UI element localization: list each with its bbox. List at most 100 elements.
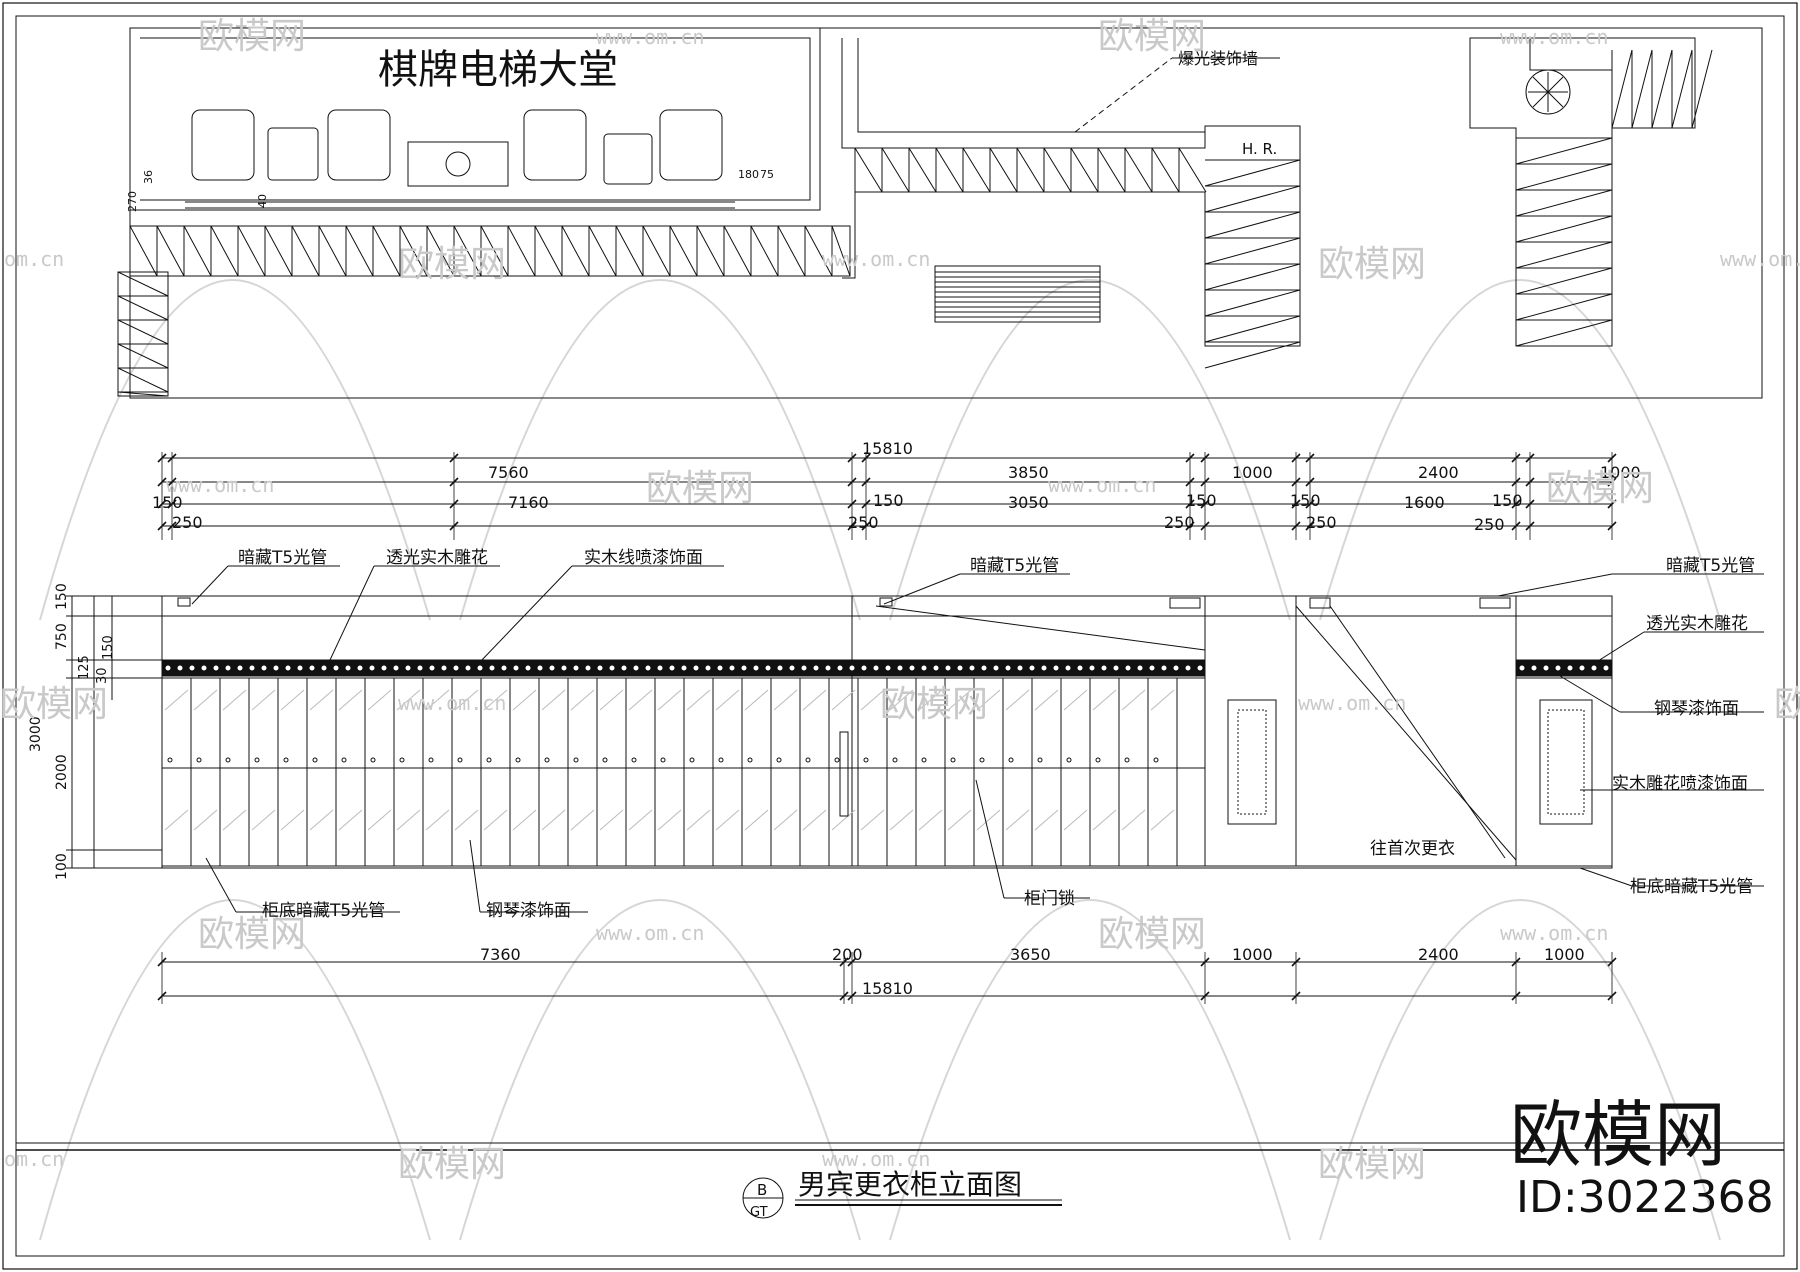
- door-glint: [164, 809, 189, 831]
- watermark-brand: 欧模网: [0, 684, 108, 725]
- band-dot: [668, 664, 676, 672]
- door-glint: [280, 689, 305, 711]
- band-dot: [224, 664, 232, 672]
- band-dot: [776, 664, 784, 672]
- hatch-line: [318, 225, 347, 277]
- band-dot: [344, 664, 352, 672]
- dim-top-row2: 2400: [1418, 463, 1459, 482]
- door-glint: [976, 689, 1001, 711]
- watermark-url: www.om.cn: [1048, 473, 1156, 497]
- hatch-line: [183, 225, 212, 277]
- door-glint: [454, 689, 479, 711]
- door-knob: [457, 757, 463, 763]
- band-dot: [1100, 664, 1108, 672]
- hatch-line: [1151, 147, 1180, 193]
- band-dot: [788, 664, 796, 672]
- band-dot: [512, 664, 520, 672]
- watermark-arc: [459, 279, 861, 621]
- door-glint: [831, 689, 856, 711]
- watermark-url: www.om.cn: [1298, 691, 1406, 715]
- door-knob: [283, 757, 289, 763]
- door-knob: [979, 757, 985, 763]
- title-block: [742, 1177, 1062, 1219]
- band-dot: [260, 664, 268, 672]
- door-glint: [1150, 689, 1175, 711]
- band-dot: [416, 664, 424, 672]
- band-dot: [1160, 664, 1168, 672]
- hatch-line: [750, 225, 779, 277]
- band-dot: [980, 664, 988, 672]
- band-dot: [284, 664, 292, 672]
- hatch-line: [777, 225, 806, 277]
- band-dot: [320, 664, 328, 672]
- band-dot: [356, 664, 364, 672]
- dim-small: 180: [738, 168, 759, 181]
- hatch-line: [1124, 147, 1153, 193]
- door-glint: [222, 809, 247, 831]
- hatch-line: [908, 147, 937, 193]
- band-dot: [548, 664, 556, 672]
- band-dot: [872, 664, 880, 672]
- watermark-brand: 欧模网: [398, 1144, 506, 1185]
- band-dot: [464, 664, 472, 672]
- door-knob: [1037, 757, 1043, 763]
- dim-top-row4: 250: [1474, 515, 1505, 534]
- band-dot: [1064, 664, 1072, 672]
- hatch-line: [534, 225, 563, 277]
- band-dot: [884, 664, 892, 672]
- door-knob: [196, 757, 202, 763]
- hatch-line: [962, 147, 991, 193]
- band-dot: [1554, 664, 1562, 672]
- label-hidden-t5-mid: 暗藏T5光管: [970, 556, 1059, 576]
- hatch-line: [1204, 315, 1301, 343]
- hatch-line: [1515, 163, 1613, 191]
- hatch-line: [1515, 319, 1613, 347]
- band-dot: [1016, 664, 1024, 672]
- label-piano-paint-bottom: 钢琴漆饰面: [486, 901, 571, 921]
- band-dot: [644, 664, 652, 672]
- door-glint: [1034, 689, 1059, 711]
- door-glint: [831, 809, 856, 831]
- door-glint: [512, 809, 537, 831]
- band-dot: [404, 664, 412, 672]
- dim-left: 150: [54, 583, 70, 610]
- band-dot: [272, 664, 280, 672]
- watermark-url: www.om.cn: [822, 1147, 930, 1171]
- hatch-line: [1204, 237, 1301, 265]
- label-piano-paint-right: 钢琴漆饰面: [1654, 699, 1739, 719]
- band-dot: [1602, 664, 1610, 672]
- door-glint: [338, 689, 363, 711]
- band-dot: [680, 664, 688, 672]
- band-dot: [956, 664, 964, 672]
- door-glint: [454, 809, 479, 831]
- hatch-line: [1515, 241, 1613, 269]
- band-dot: [308, 664, 316, 672]
- hatch-line: [935, 147, 964, 193]
- band-dot: [392, 664, 400, 672]
- band-dot: [248, 664, 256, 672]
- band-dot: [596, 664, 604, 672]
- locker-doors: [161, 678, 1178, 866]
- dim-left: 150: [101, 635, 116, 660]
- door-glint: [889, 689, 914, 711]
- door-glint: [715, 809, 740, 831]
- door-glint: [744, 689, 769, 711]
- dim-top-row4: 250: [848, 513, 879, 532]
- dim-top-row3: 150: [1186, 491, 1217, 510]
- door-glint: [193, 689, 218, 711]
- door-glint: [425, 809, 450, 831]
- hatch-line: [1611, 49, 1633, 129]
- dim-left: 750: [54, 623, 70, 650]
- hatch-line: [237, 225, 266, 277]
- band-dot: [476, 664, 484, 672]
- band-dot: [1028, 664, 1036, 672]
- hatch-line: [156, 225, 185, 277]
- door-knob: [805, 757, 811, 763]
- door-glint: [1092, 689, 1117, 711]
- door-knob: [225, 757, 231, 763]
- band-dot: [716, 664, 724, 672]
- door-knob: [1008, 757, 1014, 763]
- band-dot: [1518, 664, 1526, 672]
- band-dot: [536, 664, 544, 672]
